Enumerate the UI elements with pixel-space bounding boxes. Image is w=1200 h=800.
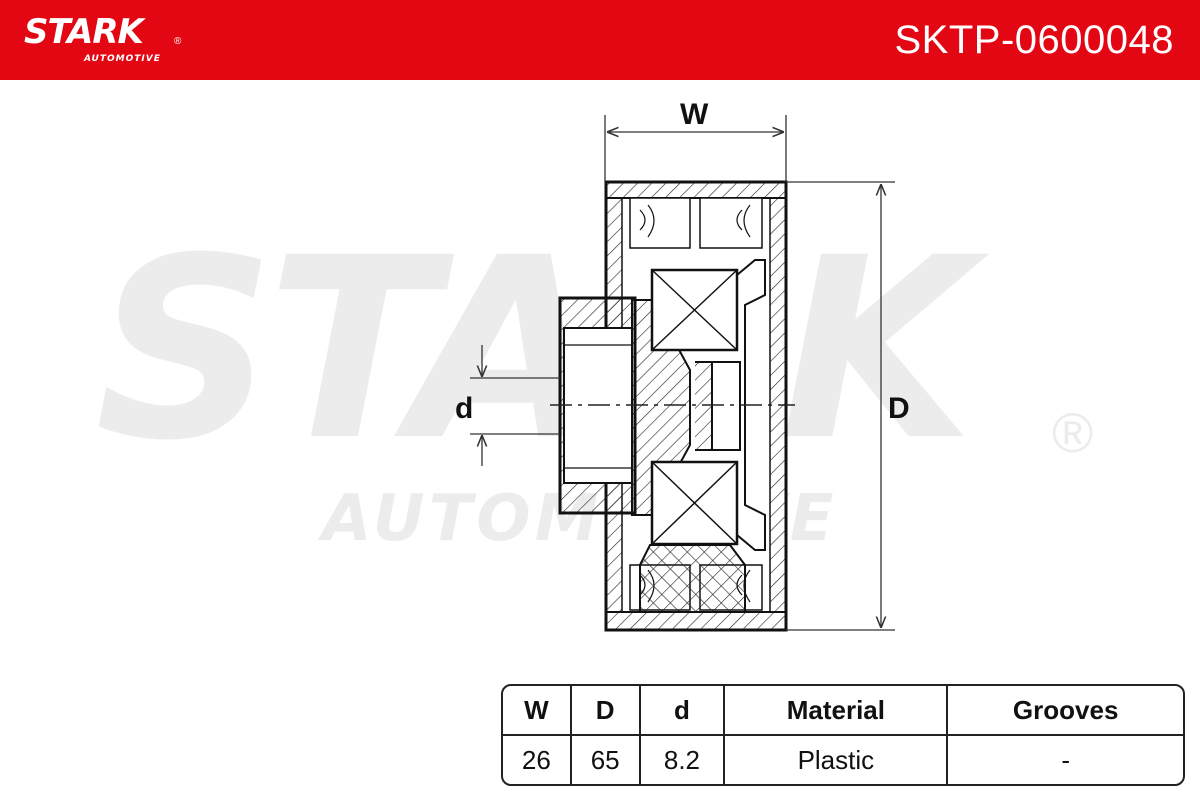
header-bar: STARK ® AUTOMOTIVE SKTP-0600048 (0, 0, 1200, 80)
part-number: SKTP-0600048 (894, 18, 1174, 62)
header-width: W (503, 686, 572, 736)
header-grooves: Grooves (948, 686, 1183, 736)
logo-registered-mark: ® (174, 36, 182, 47)
table-header-row: W D d Material Grooves (503, 686, 1183, 736)
watermark-registered-mark: ® (1052, 401, 1094, 464)
dimension-bore-diameter (470, 345, 560, 466)
bearing-lower (650, 460, 739, 546)
bearing-upper (650, 268, 739, 352)
label-bore-diameter: d (455, 392, 474, 425)
value-grooves: - (1061, 744, 1070, 775)
table-row: 26 65 8.2 Plastic - (503, 736, 1183, 784)
header-bore-diameter: d (640, 686, 726, 736)
logo-brand-text: STARK (24, 12, 144, 52)
value-outer-diameter: 65 (572, 736, 641, 784)
value-bore-diameter: 8.2 (641, 736, 726, 784)
watermark-brand: STARK (95, 204, 974, 495)
specifications-table: W D d Material Grooves 26 65 8.2 Plastic… (501, 684, 1185, 786)
stark-logo: STARK ® AUTOMOTIVE (24, 12, 181, 64)
pulley-technical-drawing (470, 115, 895, 632)
header-material: Material (725, 686, 949, 736)
dimension-outer-diameter (786, 181, 895, 631)
label-width: W (680, 98, 709, 131)
dimension-width (604, 115, 787, 182)
header-outer-diameter: D (571, 686, 641, 736)
value-material: Plastic (725, 736, 949, 784)
value-width: 26 (503, 736, 572, 784)
logo-subtitle: AUTOMOTIVE (84, 54, 161, 64)
pulley-body (604, 180, 788, 632)
label-outer-diameter: D (888, 392, 910, 425)
